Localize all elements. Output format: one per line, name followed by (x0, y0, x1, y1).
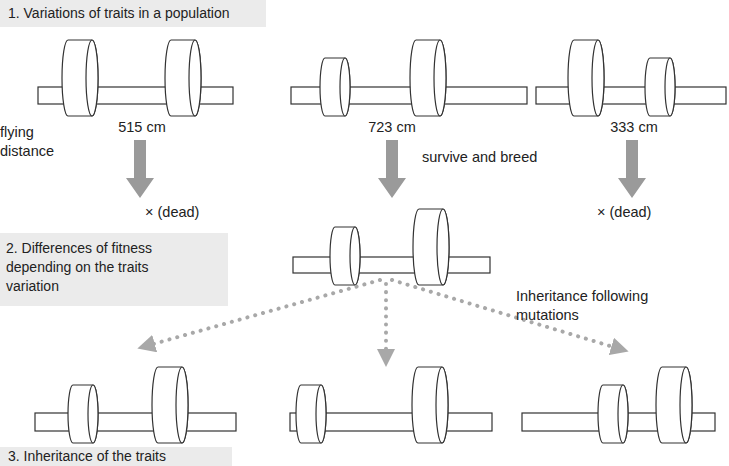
step-heading-text: 3. Inheritance of the traits (8, 447, 224, 466)
plane-offspring (35, 367, 236, 443)
annotation-label: × (dead) (145, 203, 265, 222)
step-heading-band: 1. Variations of traits in a population (0, 0, 266, 27)
annotation-label: × (dead) (597, 203, 717, 222)
plane-survivor (293, 209, 490, 285)
annotation-label: 333 cm (584, 118, 684, 137)
annotation-label: 723 cm (342, 118, 442, 137)
annotation-label: flying distance (0, 123, 62, 161)
step-heading-band: 2. Differences of fitness depending on t… (0, 233, 228, 306)
plane-offspring (522, 367, 715, 443)
step-heading-text: 1. Variations of traits in a population (8, 0, 258, 27)
plane-723 (291, 40, 527, 116)
step-heading-band: 3. Inheritance of the traits (0, 447, 232, 466)
selection-arrow (618, 140, 646, 198)
annotation-label: 515 cm (92, 118, 192, 137)
step-heading-text: 2. Differences of fitness depending on t… (6, 239, 198, 296)
plane-515 (38, 40, 233, 116)
plane-offspring (290, 367, 492, 443)
selection-arrow (126, 140, 154, 198)
plane-333 (536, 40, 726, 116)
selection-arrow (378, 140, 406, 198)
annotation-label: Inheritance following mutations (516, 287, 696, 325)
annotation-label: survive and breed (422, 148, 622, 167)
